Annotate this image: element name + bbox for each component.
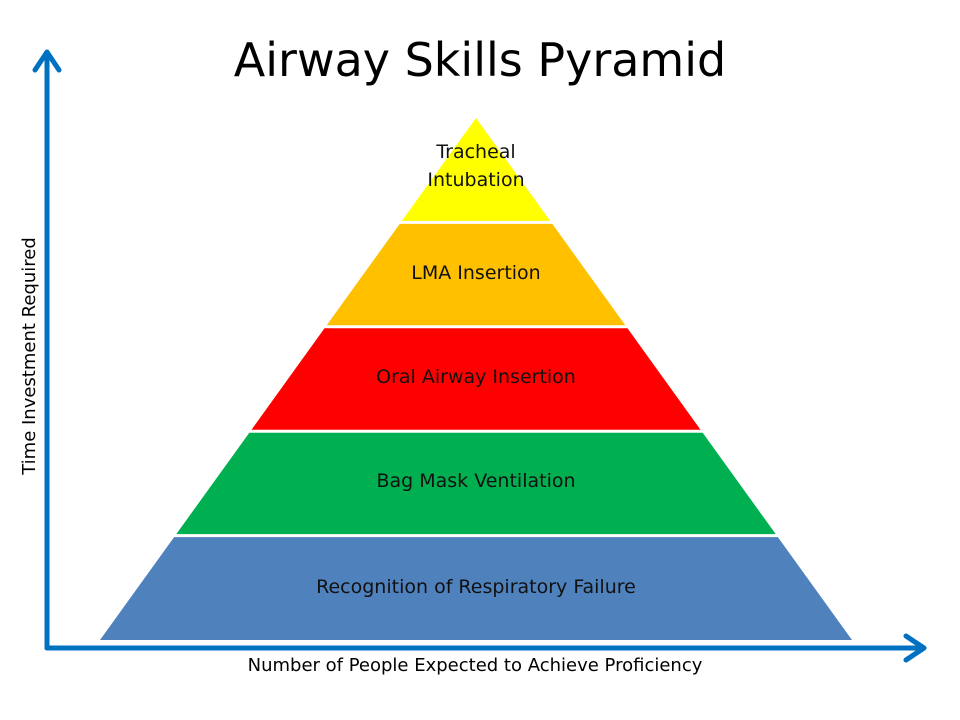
- pyramid-tier-1: [401, 118, 551, 221]
- pyramid-tier-label-5: Recognition of Respiratory Failure: [236, 573, 716, 601]
- pyramid-tier-4: [176, 432, 776, 535]
- pyramid-tier-label-4: Bag Mask Ventilation: [236, 467, 716, 495]
- y-axis-label: Time Investment Required: [19, 237, 40, 475]
- pyramid-tier-5: [100, 537, 852, 640]
- pyramid-tier-2: [326, 223, 626, 326]
- pyramid-tier-label-2: LMA Insertion: [236, 259, 716, 287]
- y-axis-arrowhead: [32, 49, 62, 73]
- pyramid-tier-label-line: Recognition of Respiratory Failure: [316, 575, 636, 598]
- pyramid-tier-label-line: LMA Insertion: [411, 261, 541, 284]
- pyramid-tier-label-line: Bag Mask Ventilation: [376, 470, 576, 493]
- slide-title: Airway Skills Pyramid: [233, 33, 727, 87]
- x-axis-label: Number of People Expected to Achieve Pro…: [247, 655, 703, 676]
- pyramid-tier-label-3: Oral Airway Insertion: [236, 363, 716, 391]
- pyramid-tier-label-line: Intubation: [427, 169, 525, 191]
- pyramid-tier-3: [251, 328, 701, 430]
- pyramid-tier-label-line: Oral Airway Insertion: [376, 366, 576, 388]
- x-axis-arrowhead: [903, 633, 927, 663]
- pyramid-tier-label-line: Tracheal: [436, 141, 516, 163]
